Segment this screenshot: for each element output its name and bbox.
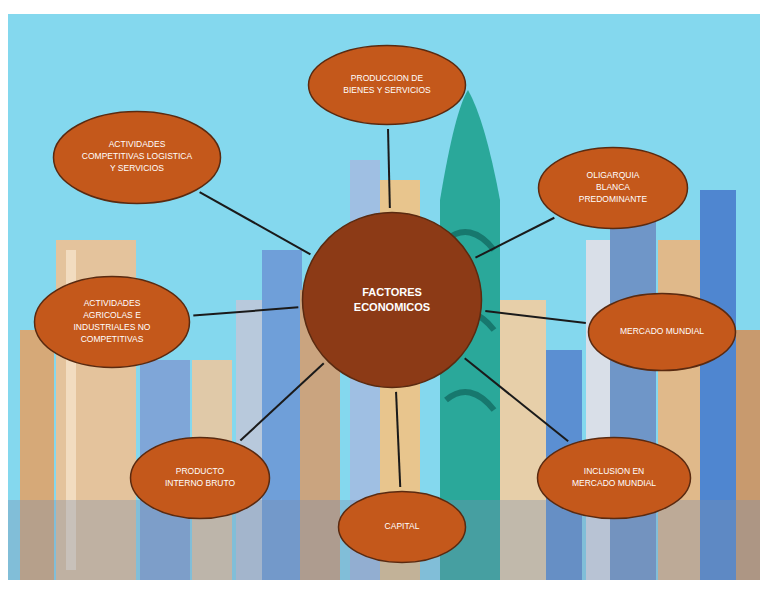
connector-line [475,218,554,258]
factor-ellipse: CAPITAL [337,490,467,564]
connector-line [485,311,585,323]
connector-line [388,129,390,208]
connector-line [193,307,298,315]
node-label: PRODUCTO INTERNO BRUTO [161,466,239,490]
factor-ellipse: INCLUSION EN MERCADO MUNDIAL [536,436,692,520]
node-label: FACTORES ECONOMICOS [350,285,434,316]
connector-line [240,363,323,440]
factor-ellipse: OLIGARQUIA BLANCA PREDOMINANTE [537,146,689,230]
ellipse-outline [301,211,483,389]
factor-ellipse: PRODUCTO INTERNO BRUTO [129,436,271,520]
connector-line [396,392,400,487]
connector-line [465,358,568,441]
node-label: OLIGARQUIA BLANCA PREDOMINANTE [577,170,649,206]
factor-ellipse: MERCADO MUNDIAL [587,292,737,372]
node-label: MERCADO MUNDIAL [620,326,704,338]
node-label: ACTIVIDADES AGRICOLAS E INDUSTRIALES NO … [70,298,154,346]
node-label: PRODUCCION DE BIENES Y SERVICIOS [341,73,433,97]
connector-line [200,192,311,254]
factor-ellipse: PRODUCCION DE BIENES Y SERVICIOS [307,44,467,126]
factor-ellipse: ACTIVIDADES AGRICOLAS E INDUSTRIALES NO … [33,275,191,369]
node-label: INCLUSION EN MERCADO MUNDIAL [570,466,658,490]
node-label: ACTIVIDADES COMPETITIVAS LOGISTICA Y SER… [81,139,193,175]
central-circle: FACTORES ECONOMICOS [301,211,483,389]
factor-ellipse: ACTIVIDADES COMPETITIVAS LOGISTICA Y SER… [52,110,222,205]
node-label: CAPITAL [385,521,420,533]
